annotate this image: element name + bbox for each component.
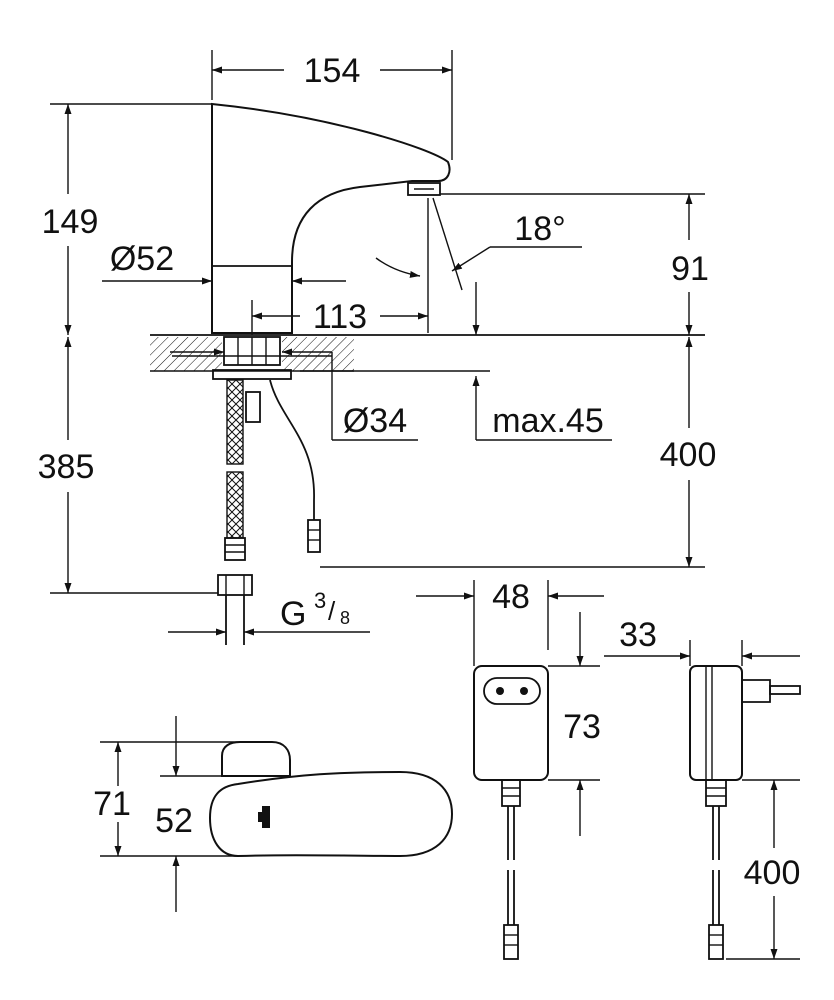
label-thread-num: 3	[314, 588, 326, 613]
dimension-diameter-body: Ø52	[102, 240, 346, 285]
dimension-adapter-width: 48	[416, 578, 604, 666]
label-91: 91	[671, 250, 709, 288]
label-d34: Ø34	[343, 402, 407, 440]
dimension-thread: G 3 / 8	[168, 588, 370, 636]
dimension-adapter-height: 73	[548, 612, 601, 836]
faucet-top-view	[208, 741, 454, 858]
dimension-spout-reach: 113	[251, 298, 428, 336]
svg-text:/: /	[328, 596, 336, 626]
label-385: 385	[38, 448, 95, 486]
power-adapter-front	[473, 665, 549, 960]
supply-hose	[217, 379, 321, 645]
label-113: 113	[313, 298, 367, 336]
dimension-below-counter: 385	[38, 337, 218, 594]
dimension-max-counter: max.45	[300, 370, 612, 441]
dimension-top-width: 52	[155, 716, 290, 912]
label-max45: max.45	[492, 402, 604, 440]
label-thread-den: 8	[340, 608, 350, 628]
dimension-cable-length: 400	[320, 337, 717, 568]
dimension-adapter-depth: 33	[604, 616, 800, 666]
label-33: 33	[619, 616, 657, 654]
label-thread-g: G	[280, 595, 306, 633]
dimension-spout-height: 91	[440, 193, 709, 335]
power-adapter-side	[689, 665, 801, 960]
label-18deg: 18°	[514, 210, 565, 248]
label-52: 52	[155, 802, 193, 840]
label-d52: Ø52	[110, 240, 174, 278]
label-400-adapter: 400	[744, 854, 801, 892]
label-71: 71	[93, 785, 131, 823]
label-73: 73	[563, 708, 601, 746]
countertop-section	[150, 334, 705, 380]
label-400-cable: 400	[660, 436, 717, 474]
label-149: 149	[42, 203, 99, 241]
label-154: 154	[304, 52, 361, 90]
dimension-top-height: 71	[93, 741, 240, 857]
dimension-height-body: 149	[42, 103, 212, 335]
faucet-side-view	[211, 102, 582, 334]
dimension-hole-diameter: Ø34	[170, 348, 418, 441]
dimension-adapter-cable: 400	[726, 779, 801, 960]
dimension-width-top: 154	[211, 50, 453, 160]
label-48: 48	[492, 578, 530, 616]
